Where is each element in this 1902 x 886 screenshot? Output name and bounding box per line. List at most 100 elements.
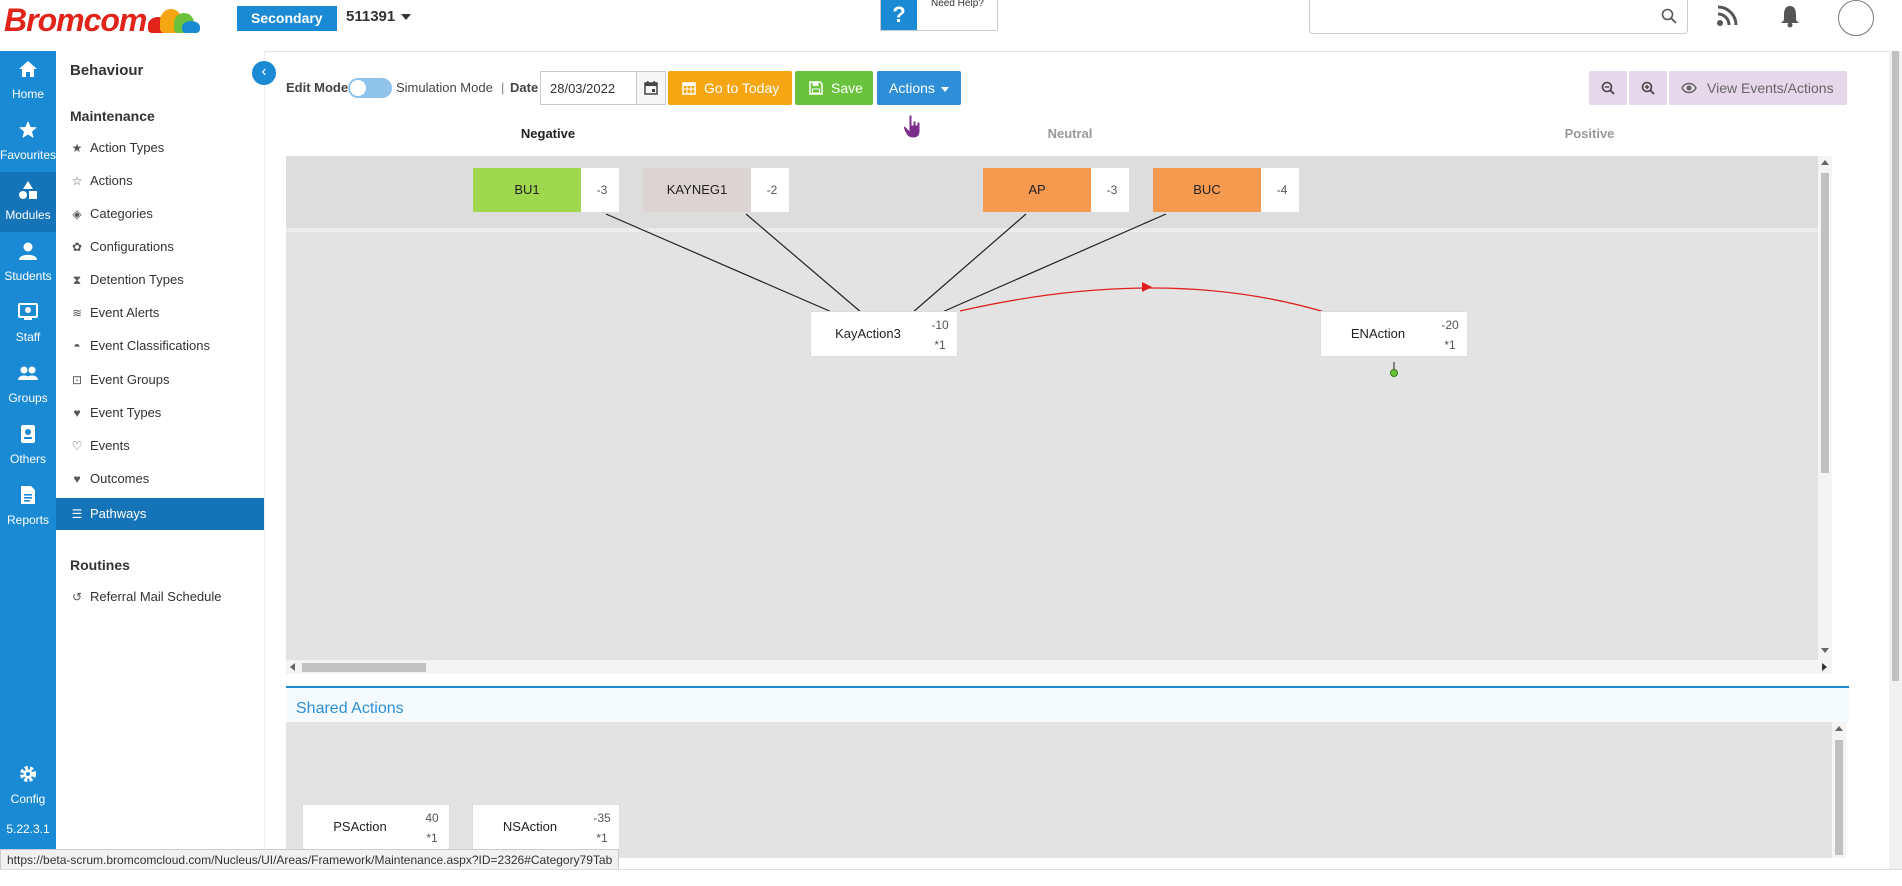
calendar-button[interactable] [636, 72, 665, 104]
action-node-kayaction3[interactable]: KayAction3 -10*1 [810, 311, 958, 357]
menu-item-referral-mail-schedule[interactable]: ↺Referral Mail Schedule [56, 581, 264, 614]
rail-item-staff[interactable]: Staff [0, 294, 56, 354]
help-widget[interactable]: ? Need Help? [880, 0, 998, 31]
shared-action-node-psaction[interactable]: PSAction 40*1 [302, 804, 450, 850]
scroll-right-arrow-icon[interactable] [1822, 663, 1827, 671]
rss-icon[interactable] [1716, 5, 1738, 27]
event-label: BU1 [473, 168, 581, 212]
go-to-today-button[interactable]: Go to Today [668, 71, 792, 105]
menu-item-pathways[interactable]: ☰Pathways [56, 498, 264, 530]
star-outline-icon: ☆ [71, 174, 83, 188]
menu-item-event-classifications[interactable]: ◓Event Classifications [56, 330, 264, 363]
school-selector[interactable]: 511391 [346, 8, 412, 25]
rail-label: Staff [15, 330, 41, 344]
rail-item-favourites[interactable]: Favourites [0, 112, 56, 172]
scroll-thumb[interactable] [1821, 173, 1829, 473]
action-score-value: -10 [931, 318, 949, 332]
menu-item-label: Pathways [90, 506, 147, 521]
scroll-thumb[interactable] [302, 663, 426, 672]
rail-item-config[interactable]: Config [0, 756, 56, 816]
search-icon[interactable] [1661, 8, 1677, 24]
menu-item-event-groups[interactable]: ⊡ Event Groups [56, 364, 264, 397]
event-node-bu1[interactable]: BU1 -3 [472, 167, 620, 213]
bell-icon[interactable] [1779, 4, 1801, 28]
rail-label: Modules [5, 208, 51, 222]
menu-item-categories[interactable]: ◈ Categories [56, 198, 264, 231]
action-score: -10*1 [923, 312, 957, 356]
date-field[interactable]: 28/03/2022 [540, 71, 666, 105]
mode-toggle[interactable] [348, 78, 392, 98]
tab-negative[interactable]: Negative [286, 116, 810, 158]
menu-item-action-types[interactable]: ★Action Types [56, 132, 264, 165]
separator: | [501, 80, 505, 95]
hand-cursor-icon [903, 114, 921, 139]
scroll-up-arrow-icon[interactable] [1835, 726, 1843, 731]
pathway-toolbar: Edit Mode Simulation Mode | Date 28/03/2… [286, 70, 1847, 106]
rail-item-students[interactable]: Students [0, 233, 56, 293]
rail-item-modules[interactable]: Modules [0, 172, 56, 232]
zoom-out-button[interactable] [1589, 71, 1627, 105]
top-bar: Bromcom Secondary 511391 ? Need Help? [0, 0, 1902, 52]
others-icon [21, 425, 35, 443]
menu-item-label: Event Types [90, 405, 162, 420]
go-to-today-label: Go to Today [704, 80, 780, 96]
object-group-icon: ⊡ [71, 373, 83, 387]
event-node-kayneg1[interactable]: KAYNEG1 -2 [642, 167, 790, 213]
shared-vertical-scrollbar[interactable] [1832, 722, 1846, 858]
edge-arrowhead [1142, 282, 1152, 292]
toggle-knob [350, 80, 366, 96]
scroll-left-arrow-icon[interactable] [290, 663, 295, 671]
tags-icon: ◈ [72, 207, 82, 221]
rail-label: Favourites [0, 148, 57, 162]
zoom-in-button[interactable] [1629, 71, 1667, 105]
menu-item-event-alerts[interactable]: ≋Event Alerts [56, 297, 264, 330]
canvas-horizontal-scrollbar[interactable] [286, 660, 1832, 674]
student-icon [19, 242, 37, 260]
menu-item-label: Event Alerts [90, 305, 160, 320]
search-input[interactable] [1309, 0, 1688, 34]
view-events-actions-button[interactable]: View Events/Actions [1669, 71, 1847, 105]
menu-item-actions[interactable]: ☆Actions [56, 165, 264, 198]
action-node-enaction[interactable]: ENAction -20*1 [1320, 311, 1468, 357]
submenu-title: Behaviour [70, 62, 144, 79]
menu-item-label: Event Groups [90, 372, 170, 387]
rail-item-groups[interactable]: Groups [0, 355, 56, 415]
menu-item-label: Categories [90, 206, 153, 221]
pathway-canvas[interactable]: BU1 -3 KAYNEG1 -2 AP -3 BUC -4 KayAction… [286, 156, 1832, 660]
menu-item-event-types[interactable]: ♥Event Types [56, 397, 264, 430]
actions-dropdown-button[interactable]: Actions [877, 71, 961, 105]
modules-icon [19, 181, 37, 199]
event-node-ap[interactable]: AP -3 [982, 167, 1130, 213]
menu-item-events[interactable]: ♡Events [56, 430, 264, 463]
scroll-up-arrow-icon[interactable] [1821, 160, 1829, 165]
scroll-thumb[interactable] [1892, 51, 1899, 681]
rail-item-others[interactable]: Others [0, 416, 56, 476]
event-label: AP [983, 168, 1091, 212]
edge-kayneg1-kayaction3 [745, 213, 863, 314]
canvas-vertical-scrollbar[interactable] [1818, 156, 1832, 660]
page-scrollbar[interactable] [1889, 51, 1902, 885]
menu-item-detention-types[interactable]: ⧗Detention Types [56, 264, 264, 297]
rail-item-reports[interactable]: Reports [0, 477, 56, 537]
caret-down-icon [941, 87, 949, 92]
action-multiplier: *1 [934, 338, 946, 352]
staff-icon [18, 303, 38, 320]
shared-action-node-nsaction[interactable]: NSAction -35*1 [472, 804, 620, 850]
actions-label: Actions [889, 80, 935, 96]
shared-actions-canvas[interactable]: PSAction 40*1 NSAction -35*1 [286, 722, 1832, 858]
collapse-menu-button[interactable]: ‹ [252, 61, 276, 85]
event-node-buc[interactable]: BUC -4 [1152, 167, 1300, 213]
save-button[interactable]: Save [795, 71, 873, 105]
menu-item-configurations[interactable]: ✿Configurations [56, 231, 264, 264]
rail-item-home[interactable]: Home [0, 51, 56, 111]
tab-positive[interactable]: Positive [1564, 126, 1615, 141]
bromcom-logo[interactable]: Bromcom [4, 2, 201, 38]
gear-icon [20, 766, 36, 782]
tab-neutral[interactable]: Neutral [1047, 126, 1093, 141]
scroll-down-arrow-icon[interactable] [1821, 648, 1829, 653]
avatar[interactable] [1838, 0, 1874, 36]
rail-label: Students [4, 269, 52, 283]
groups-icon [18, 366, 38, 380]
menu-item-outcomes[interactable]: ♥Outcomes [56, 463, 264, 496]
scroll-thumb[interactable] [1835, 740, 1843, 855]
